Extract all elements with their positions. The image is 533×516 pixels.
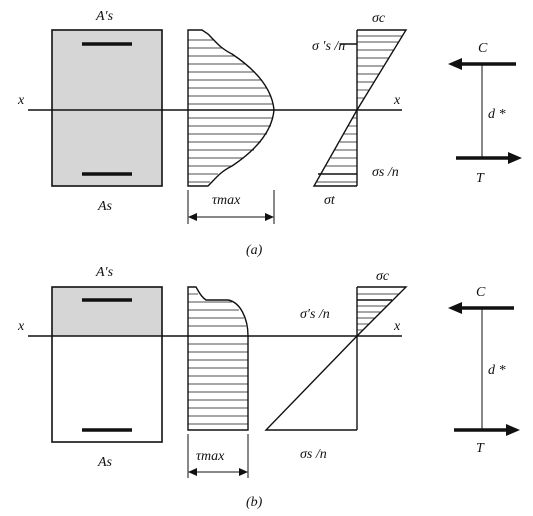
sigma-s-bot-label-a: σs /n — [372, 165, 399, 180]
shear-hatch-b — [188, 293, 248, 425]
section-b-rect — [51, 286, 163, 443]
section-a: A′s As — [51, 9, 163, 214]
sigma-s-top-label-a: σ ′s /n — [312, 39, 345, 54]
normal-stress-a: σc σ ′s /n σs /n σt — [312, 11, 408, 208]
shear-hatch-a — [188, 39, 273, 183]
section-b: A′s As — [51, 265, 163, 470]
lever-arm-label-a: d * — [488, 107, 506, 122]
sigma-c-label-a: σc — [372, 11, 386, 26]
axis-label-right-b: x — [393, 319, 401, 334]
normal-hatch-a — [317, 35, 402, 183]
force-t-label-a: T — [476, 171, 485, 186]
tau-max-label-a: τmax — [212, 193, 241, 208]
diagram-a: A′s As x x — [17, 9, 522, 258]
diagram-b: A′s As x x — [17, 265, 520, 510]
bottom-steel-label-b: As — [97, 455, 113, 470]
normal-stress-b: σc σ′s /n σs /n — [264, 269, 408, 462]
tau-max-label-b: τmax — [196, 449, 225, 464]
top-steel-label-a: A′s — [95, 9, 114, 24]
sigma-c-label-b: σc — [376, 269, 390, 284]
shear-diagram-a: τmax — [187, 29, 275, 224]
sigma-s-top-label-b: σ′s /n — [300, 307, 330, 322]
force-couple-b: C T d * — [448, 285, 520, 456]
sigma-t-label-a: σt — [324, 193, 336, 208]
axis-label-left-b: x — [17, 319, 25, 334]
lever-arm-label-b: d * — [488, 363, 506, 378]
force-c-label-b: C — [476, 285, 486, 300]
force-c-label-a: C — [478, 41, 488, 56]
section-a-rect — [51, 29, 163, 187]
normal-hatch-b — [357, 293, 399, 331]
shear-diagram-b: τmax — [187, 286, 249, 478]
bottom-steel-label-a: As — [97, 199, 113, 214]
axis-label-right-a: x — [393, 93, 401, 108]
caption-b: (b) — [246, 495, 263, 510]
caption-a: (a) — [246, 243, 263, 258]
sigma-s-bot-label-b: σs /n — [300, 447, 327, 462]
force-couple-a: C T d * — [448, 41, 522, 186]
axis-label-left-a: x — [17, 93, 25, 108]
top-steel-label-b: A′s — [95, 265, 114, 280]
section-b-compression-zone — [52, 287, 162, 336]
force-t-label-b: T — [476, 441, 485, 456]
